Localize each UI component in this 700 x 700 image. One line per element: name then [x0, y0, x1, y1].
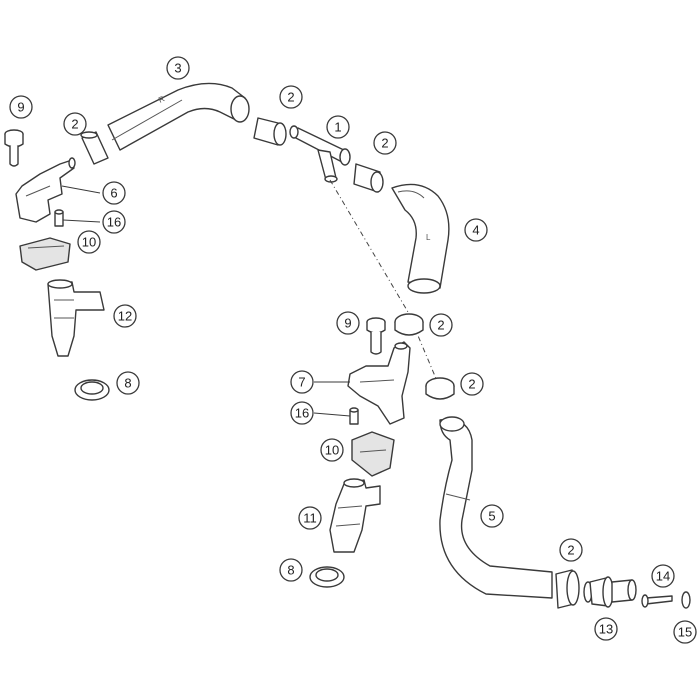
leader-lines [61, 185, 351, 417]
svg-text:8: 8 [124, 376, 131, 391]
pin-14 [641, 594, 673, 608]
hose-4: L [391, 183, 450, 294]
sleeve-16-middle [349, 407, 359, 425]
svg-text:10: 10 [325, 443, 339, 458]
callout-16-middle[interactable]: 16 [290, 401, 314, 425]
sleeve-16-left [54, 209, 64, 227]
svg-text:16: 16 [107, 215, 121, 230]
clip-10-left [19, 237, 71, 271]
callout-2-left[interactable]: 2 [63, 112, 87, 136]
callout-10-middle[interactable]: 10 [320, 438, 344, 462]
callout-14[interactable]: 14 [651, 564, 675, 588]
callout-11[interactable]: 11 [298, 506, 322, 530]
hose-clamp-2-middle [394, 313, 424, 336]
callout-5[interactable]: 5 [480, 504, 504, 528]
svg-text:5: 5 [488, 509, 495, 524]
svg-text:2: 2 [468, 377, 475, 392]
fuel-rail-6 [15, 157, 76, 223]
callout-16-left[interactable]: 16 [102, 210, 126, 234]
svg-text:15: 15 [678, 625, 692, 640]
hose-clamp-2-top [253, 117, 287, 146]
hose-clamp-2-bottom [555, 569, 580, 609]
callout-7[interactable]: 7 [290, 370, 314, 394]
svg-text:2: 2 [567, 543, 574, 558]
svg-text:3: 3 [174, 61, 181, 76]
svg-text:9: 9 [17, 100, 24, 115]
quick-connector-13 [583, 576, 637, 608]
t-connector-1 [289, 125, 351, 183]
callout-10-left[interactable]: 10 [77, 230, 101, 254]
seal-ring-8-middle [309, 566, 345, 588]
callout-3[interactable]: 3 [166, 56, 190, 80]
hose-4-marking: L [426, 233, 431, 242]
svg-text:6: 6 [110, 186, 117, 201]
svg-text:2: 2 [287, 90, 294, 105]
svg-text:2: 2 [437, 318, 444, 333]
svg-text:10: 10 [82, 235, 96, 250]
injector-12 [47, 279, 105, 357]
callout-9-middle[interactable]: 9 [336, 311, 360, 335]
callout-2-middle[interactable]: 2 [429, 313, 453, 337]
svg-text:12: 12 [118, 309, 132, 324]
svg-text:1: 1 [334, 120, 341, 135]
callout-8-left[interactable]: 8 [116, 371, 140, 395]
svg-text:16: 16 [295, 406, 309, 421]
svg-text:8: 8 [287, 563, 294, 578]
callout-4[interactable]: 4 [464, 218, 488, 242]
svg-text:4: 4 [472, 223, 479, 238]
svg-text:13: 13 [599, 622, 613, 637]
svg-text:2: 2 [381, 136, 388, 151]
svg-text:7: 7 [298, 375, 305, 390]
callout-9-left[interactable]: 9 [9, 95, 33, 119]
svg-text:11: 11 [303, 511, 317, 526]
injector-11 [329, 478, 381, 553]
callout-12[interactable]: 12 [113, 304, 137, 328]
assembly-line [329, 179, 441, 389]
callout-2-right[interactable]: 2 [373, 131, 397, 155]
svg-text:2: 2 [71, 117, 78, 132]
seal-ring-8-left [74, 379, 110, 401]
hose-5 [439, 416, 553, 599]
callout-2-bottom[interactable]: 2 [559, 538, 583, 562]
o-ring-15 [681, 591, 691, 609]
clip-10-middle [351, 431, 395, 477]
hose-3: R [107, 82, 250, 151]
callout-15[interactable]: 15 [673, 620, 697, 644]
hose-clamp-2-right [353, 163, 384, 193]
screw-9-left [4, 129, 24, 167]
fuel-rail-7 [347, 341, 411, 425]
callout-8-middle[interactable]: 8 [279, 558, 303, 582]
callout-13[interactable]: 13 [594, 617, 618, 641]
callout-2-top[interactable]: 2 [279, 85, 303, 109]
svg-text:9: 9 [344, 316, 351, 331]
screw-9-middle [366, 317, 386, 355]
hose-clamp-2-lower [425, 377, 455, 400]
svg-text:14: 14 [656, 569, 670, 584]
callout-2-lower[interactable]: 2 [460, 372, 484, 396]
hose-3-marking: R [157, 94, 166, 105]
callout-6[interactable]: 6 [102, 181, 126, 205]
hose-piece-2-left [80, 131, 109, 165]
callout-1[interactable]: 1 [326, 115, 350, 139]
